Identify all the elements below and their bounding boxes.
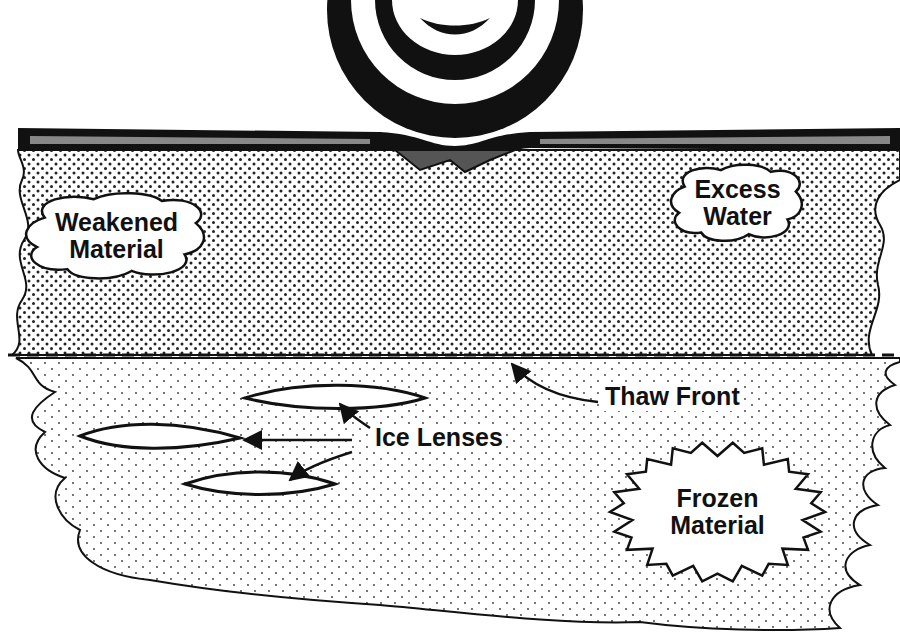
thaw-front-line (8, 354, 900, 357)
node-text: Weakened Material (39, 209, 194, 264)
wheel (327, 0, 583, 138)
callout-label: Thaw Front (602, 383, 743, 411)
cloud-node: Excess Water (668, 162, 807, 244)
frozen-layer (16, 358, 900, 630)
node-text: Excess Water (685, 176, 790, 231)
starburst-node: Frozen Material (610, 442, 825, 582)
thawed-layer (12, 150, 900, 355)
node-text: Frozen Material (640, 485, 795, 540)
pavement-crack (395, 150, 515, 172)
callout-label: Ice Lenses (372, 424, 506, 452)
cloud-node: Weakened Material (22, 190, 211, 282)
leader-arrow (244, 364, 598, 480)
